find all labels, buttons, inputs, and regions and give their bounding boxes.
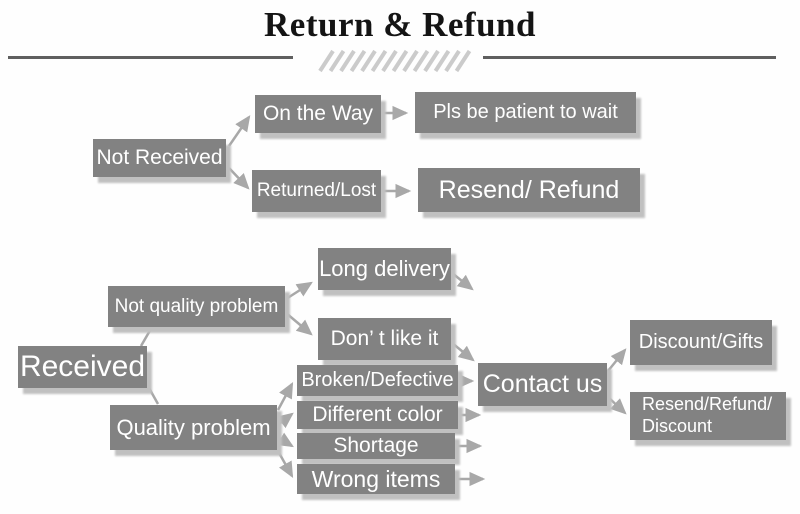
node-dont-like: Don’ t like it — [318, 318, 451, 360]
connector-notreceived-ontheway — [227, 115, 251, 147]
node-pls-wait: Pls be patient to wait — [415, 92, 636, 133]
node-wrong-items: Wrong items — [297, 464, 455, 494]
connector-quality-broken — [276, 382, 294, 411]
connector-quality-differentcolor — [276, 412, 294, 429]
connector-received-notquality — [139, 326, 154, 347]
node-not-received: Not Received — [93, 139, 226, 177]
node-resend-refund: Resend/ Refund — [418, 168, 640, 212]
node-contact-us: Contact us — [478, 363, 607, 406]
connector-received-quality — [147, 387, 160, 405]
node-long-delivery: Long delivery — [318, 248, 451, 290]
connector-quality-wrongitems — [276, 450, 294, 478]
node-shortage: Shortage — [297, 433, 455, 459]
connector-contact-resendrefund — [607, 396, 627, 415]
connector-notreceived-returned — [228, 167, 250, 190]
node-quality: Quality problem — [110, 405, 277, 450]
node-received: Received — [18, 346, 147, 388]
node-on-the-way: On the Way — [255, 95, 381, 133]
connector-dontlike-out — [451, 342, 475, 362]
connector-quality-shortage — [276, 432, 294, 448]
hatch-marks — [318, 49, 472, 73]
node-resend-refund-discount: Resend/Refund/ Discount — [630, 392, 786, 440]
connector-contact-discountgifts — [607, 348, 627, 372]
connector-notquality-dontlike — [285, 312, 313, 336]
node-broken: Broken/Defective — [297, 365, 458, 396]
node-not-quality: Not quality problem — [108, 286, 285, 327]
connector-notquality-longdelivery — [285, 281, 313, 301]
node-discount-gifts: Discount/Gifts — [630, 320, 772, 365]
node-different-color: Different color — [297, 401, 458, 429]
page-title: Return & Refund — [264, 5, 536, 44]
connector-longdelivery-out — [451, 272, 474, 291]
node-returned-lost: Returned/Lost — [252, 170, 381, 212]
